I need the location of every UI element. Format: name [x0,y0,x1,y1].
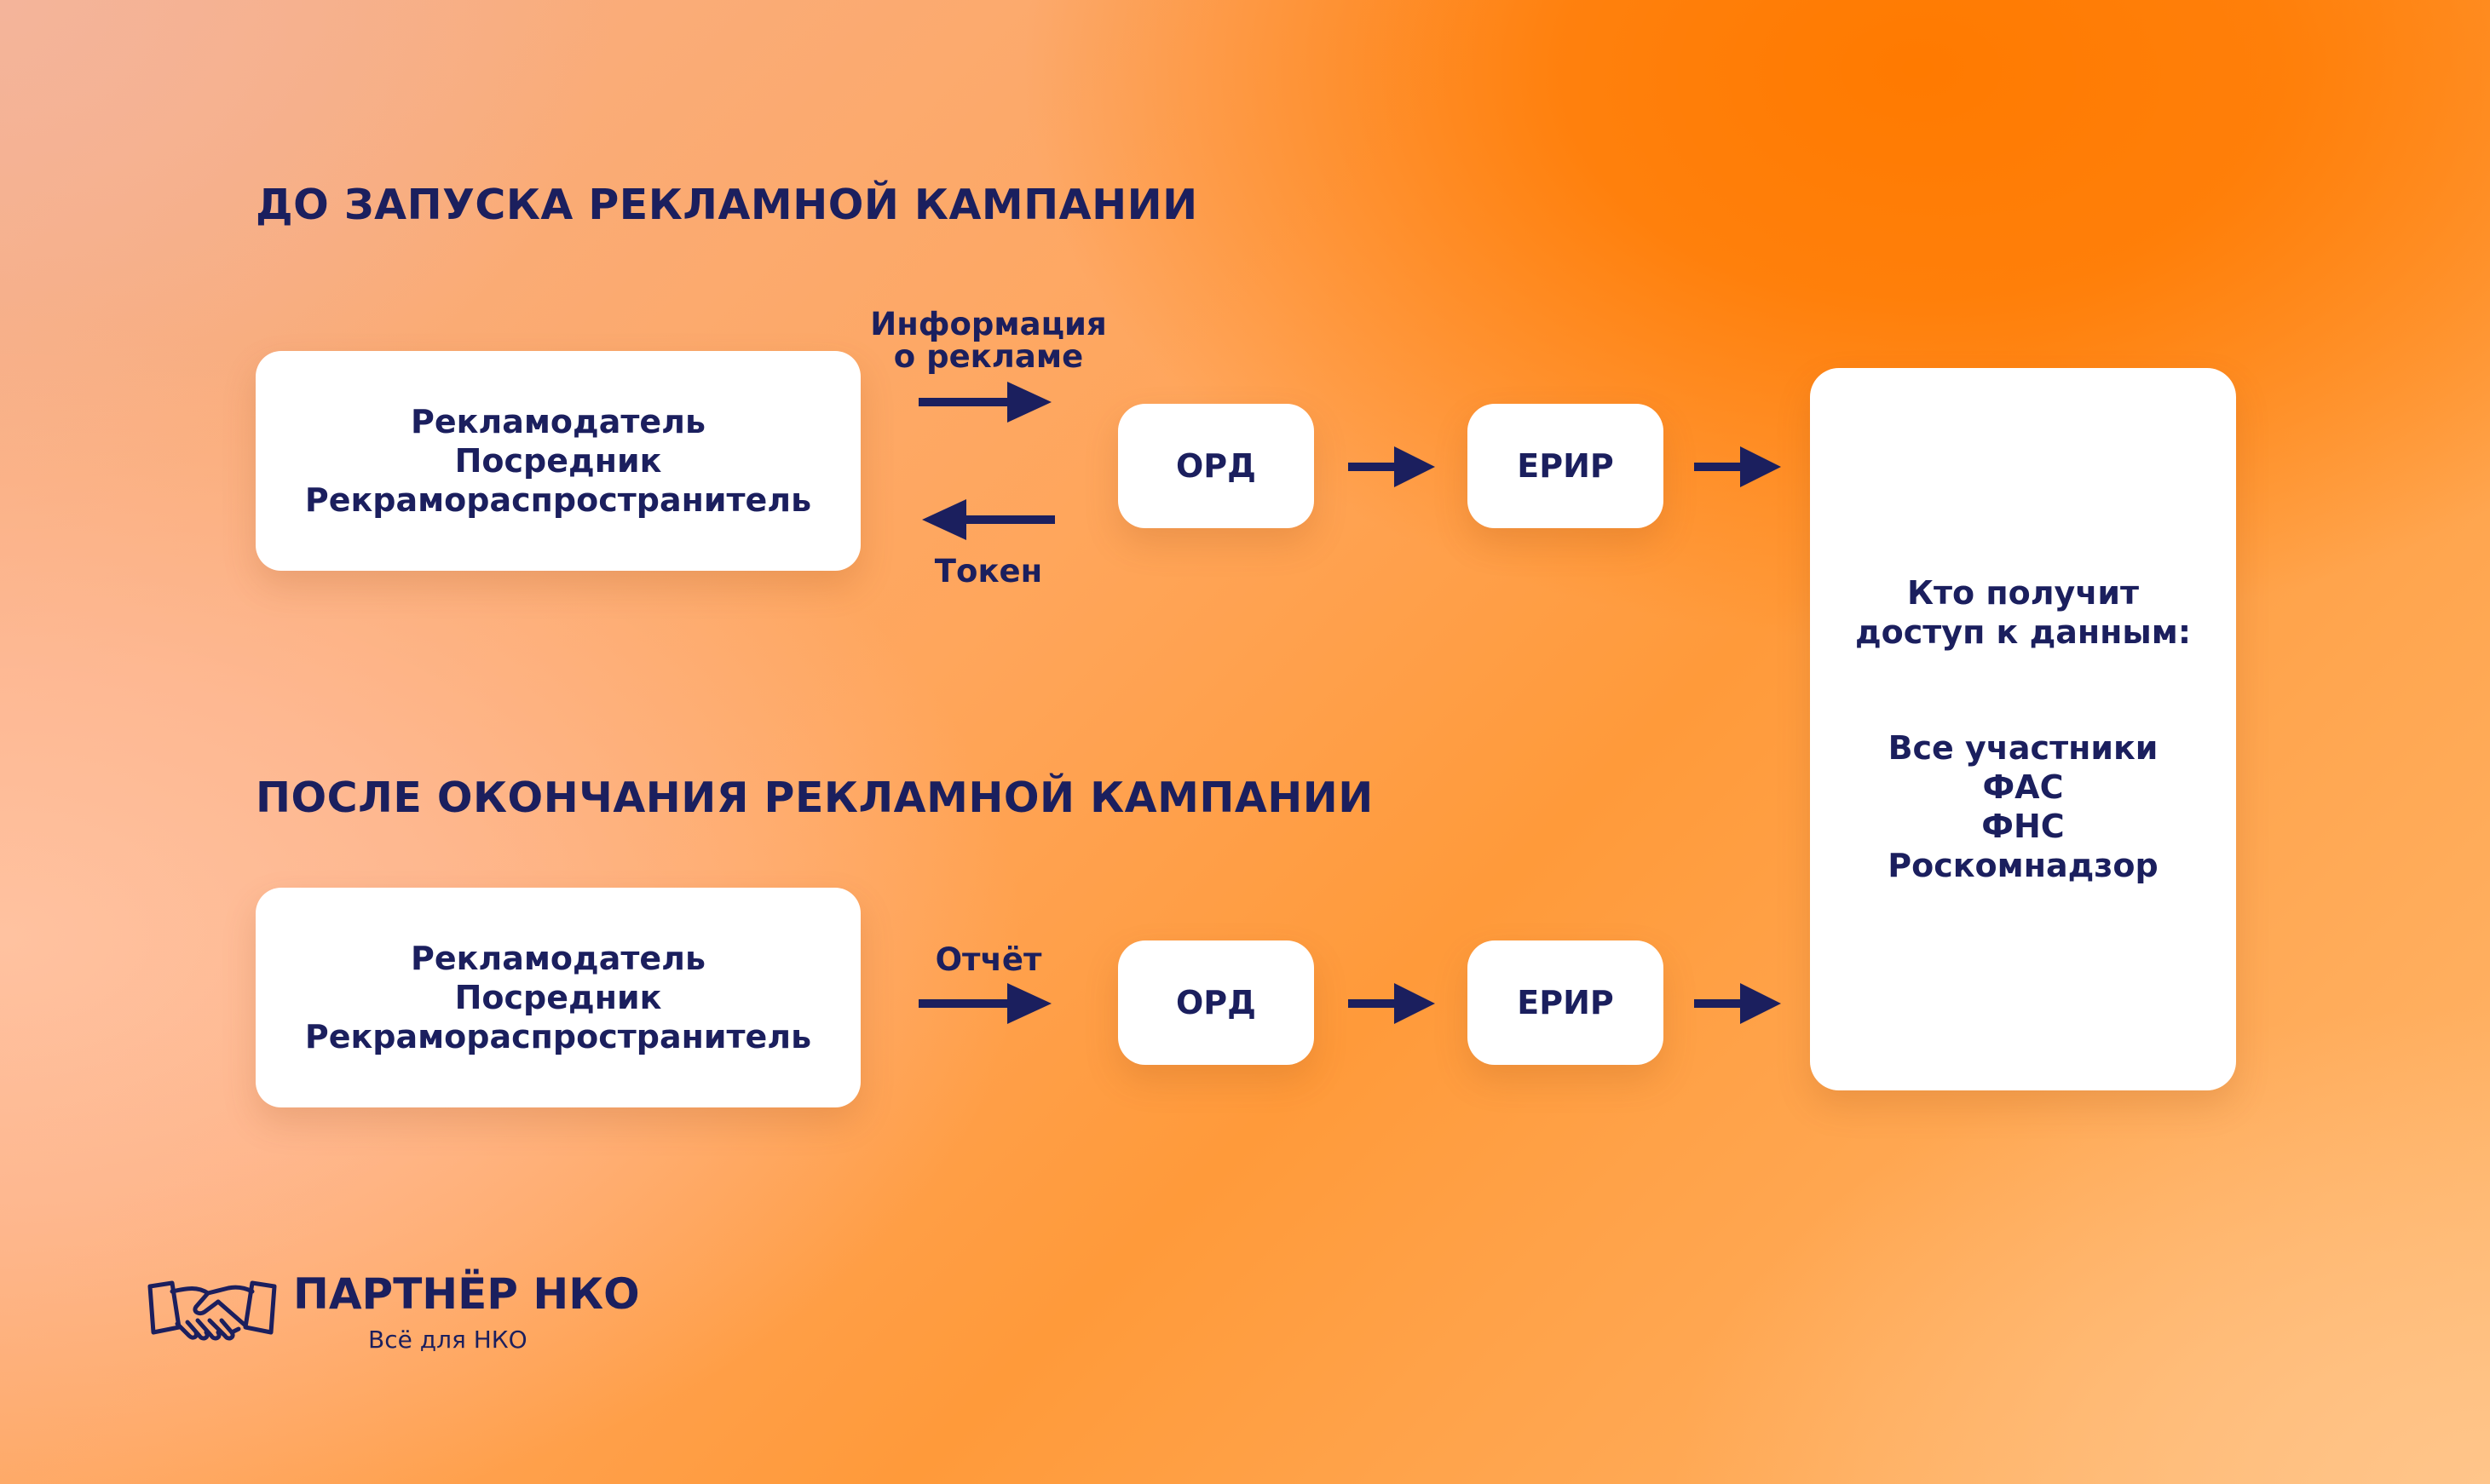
actors-box-after: Рекламодатель Посредник Рекрамораспростр… [256,888,861,1107]
access-title: Кто получит доступ к данным: [1855,573,2191,652]
arrow-right-erir-access-icon [1694,983,1781,1024]
logo-subtitle: Всё для НКО [368,1326,527,1354]
access-item-rkn: Роскомнадзор [1888,847,2159,884]
data-access-box: Кто получит доступ к данным: Все участни… [1810,368,2236,1090]
arrow-right-ord-erir-icon [1348,446,1435,487]
label-info-line2: о рекламе [893,338,1084,375]
actor-intermediary: Посредник [454,979,662,1016]
erir-box-after: ЕРИР [1467,940,1663,1065]
heading-before-campaign: ДО ЗАПУСКА РЕКЛАМНОЙ КАМПАНИИ [256,181,1198,229]
access-list: Все участники ФАС ФНС Роскомнадзор [1888,728,2158,885]
access-item-fns: ФНС [1981,808,2065,845]
logo: ПАРТНЁР НКО Всё для НКО [147,1269,640,1372]
label-info-about-ad: Информация о рекламе [861,308,1116,373]
ord-box-after: ОРД [1118,940,1314,1065]
arrow-right-report-icon [919,983,1052,1024]
arrow-right-info-icon [919,382,1052,423]
access-title-line1: Кто получит [1906,574,2140,612]
ord-box-before: ОРД [1118,404,1314,528]
logo-title: ПАРТНЁР НКО [293,1269,640,1319]
actor-advertiser: Рекламодатель [410,940,706,977]
actor-advertiser: Рекламодатель [410,403,706,440]
arrow-right-ord-erir-icon [1348,983,1435,1024]
actor-intermediary: Посредник [454,442,662,480]
actor-distributor: Рекрамораспространитель [304,1018,812,1055]
access-item-fas: ФАС [1982,768,2064,806]
label-info-line1: Информация [870,306,1107,342]
label-report: Отчёт [935,941,1042,978]
access-item-all: Все участники [1888,729,2159,767]
heading-after-campaign: ПОСЛЕ ОКОНЧАНИЯ РЕКЛАМНОЙ КАМПАНИИ [256,774,1374,822]
actor-distributor: Рекрамораспространитель [304,481,812,519]
arrow-right-erir-access-icon [1694,446,1781,487]
handshake-icon [147,1280,277,1341]
label-token: Токен [934,553,1043,590]
erir-box-before: ЕРИР [1467,404,1663,528]
arrow-left-token-icon [922,499,1055,540]
actors-box-before: Рекламодатель Посредник Рекрамораспростр… [256,351,861,571]
access-title-line2: доступ к данным: [1854,613,2192,651]
